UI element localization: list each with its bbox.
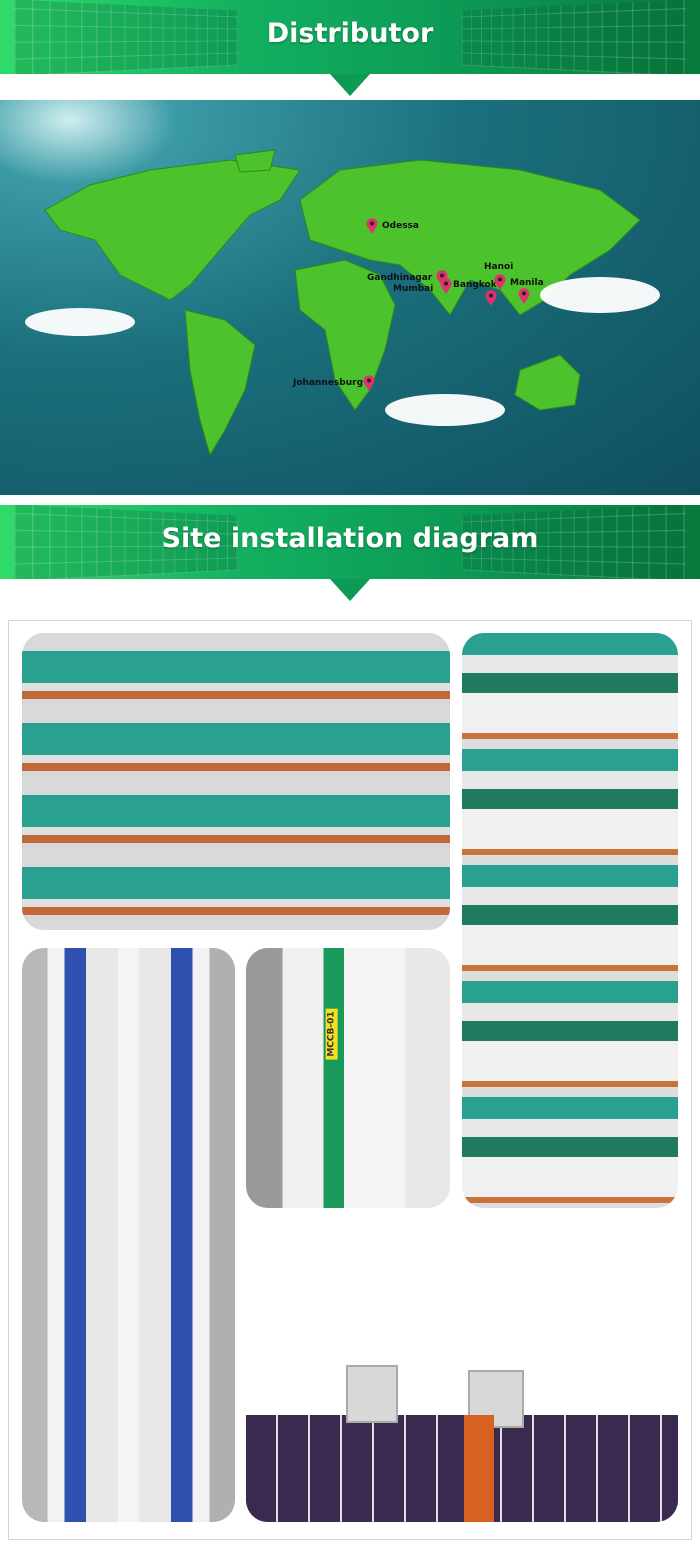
city-label: Hanoi <box>484 262 514 272</box>
busbar-panel-photo <box>22 633 450 930</box>
cable-tray <box>464 1415 494 1522</box>
city-label: Johannesburg <box>293 378 364 388</box>
solar-panels <box>246 1415 678 1522</box>
chevron-down-icon <box>330 579 370 601</box>
site-installation-banner: Site installation diagram <box>0 505 700 579</box>
cabinet <box>346 1365 398 1423</box>
city-label: Odessa <box>382 221 419 231</box>
chevron-down-icon <box>330 74 370 96</box>
map-pin-icon <box>366 218 378 234</box>
city-label: Gandhinagar <box>367 273 433 283</box>
city-label: Mumbai <box>393 284 434 294</box>
map-pin-icon <box>485 290 497 306</box>
distributor-banner: Distributor <box>0 0 700 74</box>
section-title: Distributor <box>266 18 434 49</box>
city-label: Bangkok <box>453 280 497 290</box>
combiner-cabinet-photo <box>22 948 235 1522</box>
map-pin-icon <box>436 270 448 286</box>
map-pin-icon <box>440 278 452 294</box>
breaker-rows-photo <box>462 633 678 1208</box>
circuit-breaker-closeup-photo: MCCB-01 <box>246 948 450 1208</box>
section-title: Site installation diagram <box>161 523 539 554</box>
rooftop-cabinets-photo <box>246 1225 678 1522</box>
breaker-label: MCCB-01 <box>325 1008 338 1060</box>
world-map: Odessa Gandhinagar Mumbai Bangkok Hanoi … <box>0 100 700 495</box>
map-pin-icon <box>518 288 530 304</box>
city-label: Manila <box>510 278 544 288</box>
map-pin-icon <box>494 274 506 290</box>
map-pin-icon <box>363 375 375 391</box>
